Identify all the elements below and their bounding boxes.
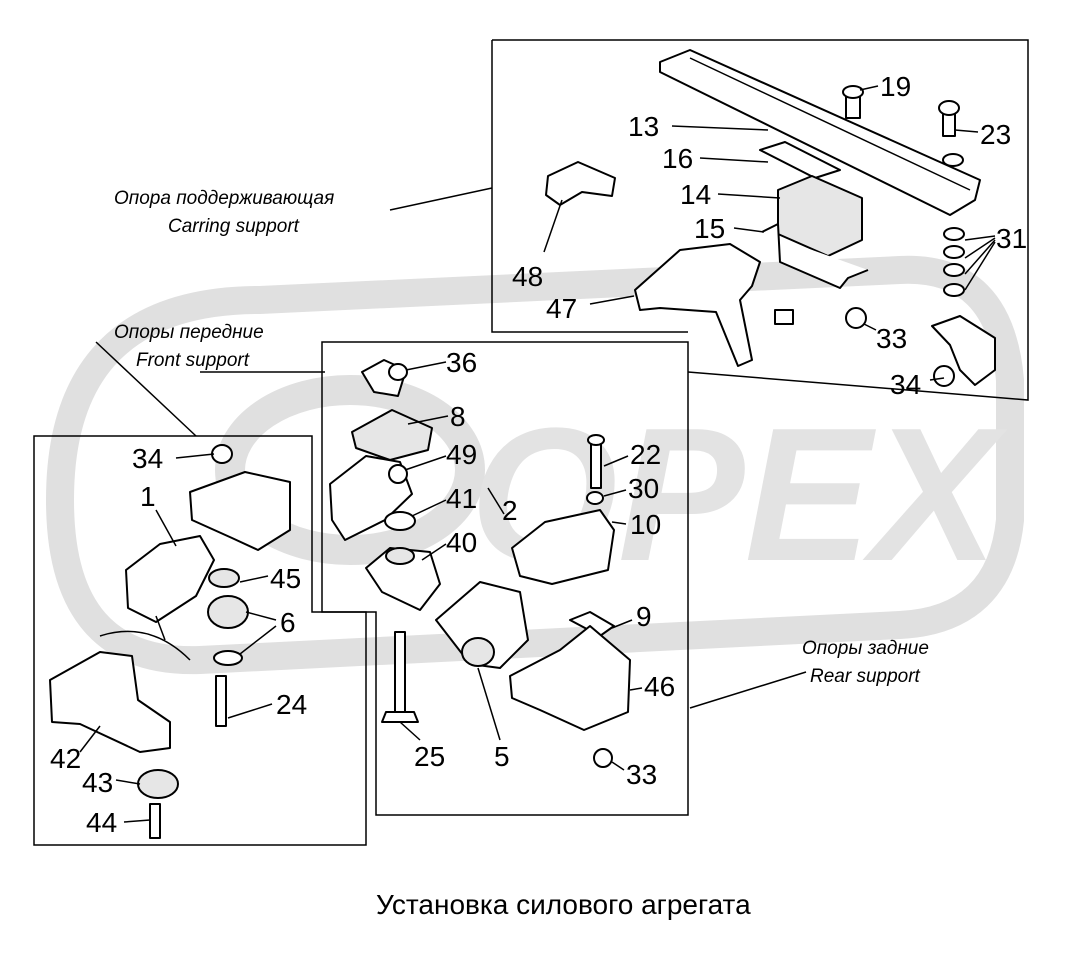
- part-13-beam: [659, 49, 981, 216]
- part-30-washer: [586, 491, 604, 505]
- carrying-support-frame: [492, 39, 1029, 401]
- label-36: 36: [446, 347, 477, 378]
- part-31-washer-3: [943, 263, 965, 277]
- label-34-lower: 34: [132, 443, 163, 474]
- part-33-nut-b: [593, 748, 613, 768]
- part-46-bracket: [509, 625, 631, 731]
- caption-carrying-en: Carring support: [168, 216, 300, 237]
- label-34-upper: 34: [890, 369, 921, 400]
- part-34-nut-a: [933, 365, 955, 387]
- part-49-nut: [388, 464, 408, 484]
- label-48: 48: [512, 261, 543, 292]
- part-16-plate: [759, 141, 841, 179]
- label-43: 43: [82, 767, 113, 798]
- label-15: 15: [694, 213, 725, 244]
- label-25: 25: [414, 741, 445, 772]
- caption-front-ru: Опоры передние: [114, 322, 264, 343]
- part-33-nut-a: [845, 307, 867, 329]
- label-23: 23: [980, 119, 1011, 150]
- hex-bolt-small: [774, 309, 794, 325]
- label-19: 19: [880, 71, 911, 102]
- label-2: 2: [502, 495, 518, 526]
- part-31-washer-2: [943, 245, 965, 259]
- label-46: 46: [644, 671, 675, 702]
- part-45-cushion: [208, 568, 240, 588]
- label-33-upper: 33: [876, 323, 907, 354]
- label-40: 40: [446, 527, 477, 558]
- label-47: 47: [546, 293, 577, 324]
- label-22: 22: [630, 439, 661, 470]
- label-6: 6: [280, 607, 296, 638]
- label-13: 13: [628, 111, 659, 142]
- leader-lines: [79, 85, 996, 823]
- front-plate-bracket: [189, 471, 291, 551]
- label-41: 41: [446, 483, 477, 514]
- part-10-clamp: [511, 509, 615, 585]
- diagram-title: Установка силового агрегата: [376, 889, 751, 920]
- part-34-nut-b: [211, 444, 233, 464]
- label-5: 5: [494, 741, 510, 772]
- label-31: 31: [996, 223, 1027, 254]
- label-45: 45: [270, 563, 301, 594]
- part-44-pin: [149, 803, 161, 839]
- part-24-bolt: [215, 675, 227, 727]
- label-42: 42: [50, 743, 81, 774]
- part-47-bracket: [634, 243, 761, 367]
- part-41-bushing: [384, 511, 416, 531]
- part-15-bracket: [761, 223, 869, 289]
- caption-rear-ru: Опоры задние: [802, 638, 929, 659]
- part-23-washer: [942, 153, 964, 167]
- label-10: 10: [630, 509, 661, 540]
- label-49: 49: [446, 439, 477, 470]
- part-42-bracket: [49, 651, 171, 753]
- carrying-support-frame-left: [491, 40, 688, 333]
- label-24: 24: [276, 689, 307, 720]
- front-support-frame: [33, 435, 367, 846]
- part-25-bolt: [394, 631, 406, 713]
- right-bracket: [931, 315, 996, 386]
- label-33-lower: 33: [626, 759, 657, 790]
- part-6-cushion: [207, 595, 249, 629]
- label-44: 44: [86, 807, 117, 838]
- label-30: 30: [628, 473, 659, 504]
- label-8: 8: [450, 401, 466, 432]
- caption-front-en: Front support: [136, 350, 250, 371]
- part-40-mount: [365, 547, 441, 611]
- part-43-cushion: [137, 769, 179, 799]
- part-6-washer: [213, 650, 243, 666]
- part-48-bracket: [545, 161, 616, 206]
- part-1-bracket: [125, 535, 215, 623]
- part-36-nut: [388, 363, 408, 381]
- caption-rear-en: Rear support: [810, 666, 921, 687]
- label-1: 1: [140, 481, 156, 512]
- caption-carrying-ru: Опора поддерживающая: [114, 188, 334, 209]
- label-16: 16: [662, 143, 693, 174]
- label-9: 9: [636, 601, 652, 632]
- label-14: 14: [680, 179, 711, 210]
- part-31-washer-4: [943, 283, 965, 297]
- part-22-bolt: [590, 441, 602, 489]
- part-31-washer-1: [943, 227, 965, 241]
